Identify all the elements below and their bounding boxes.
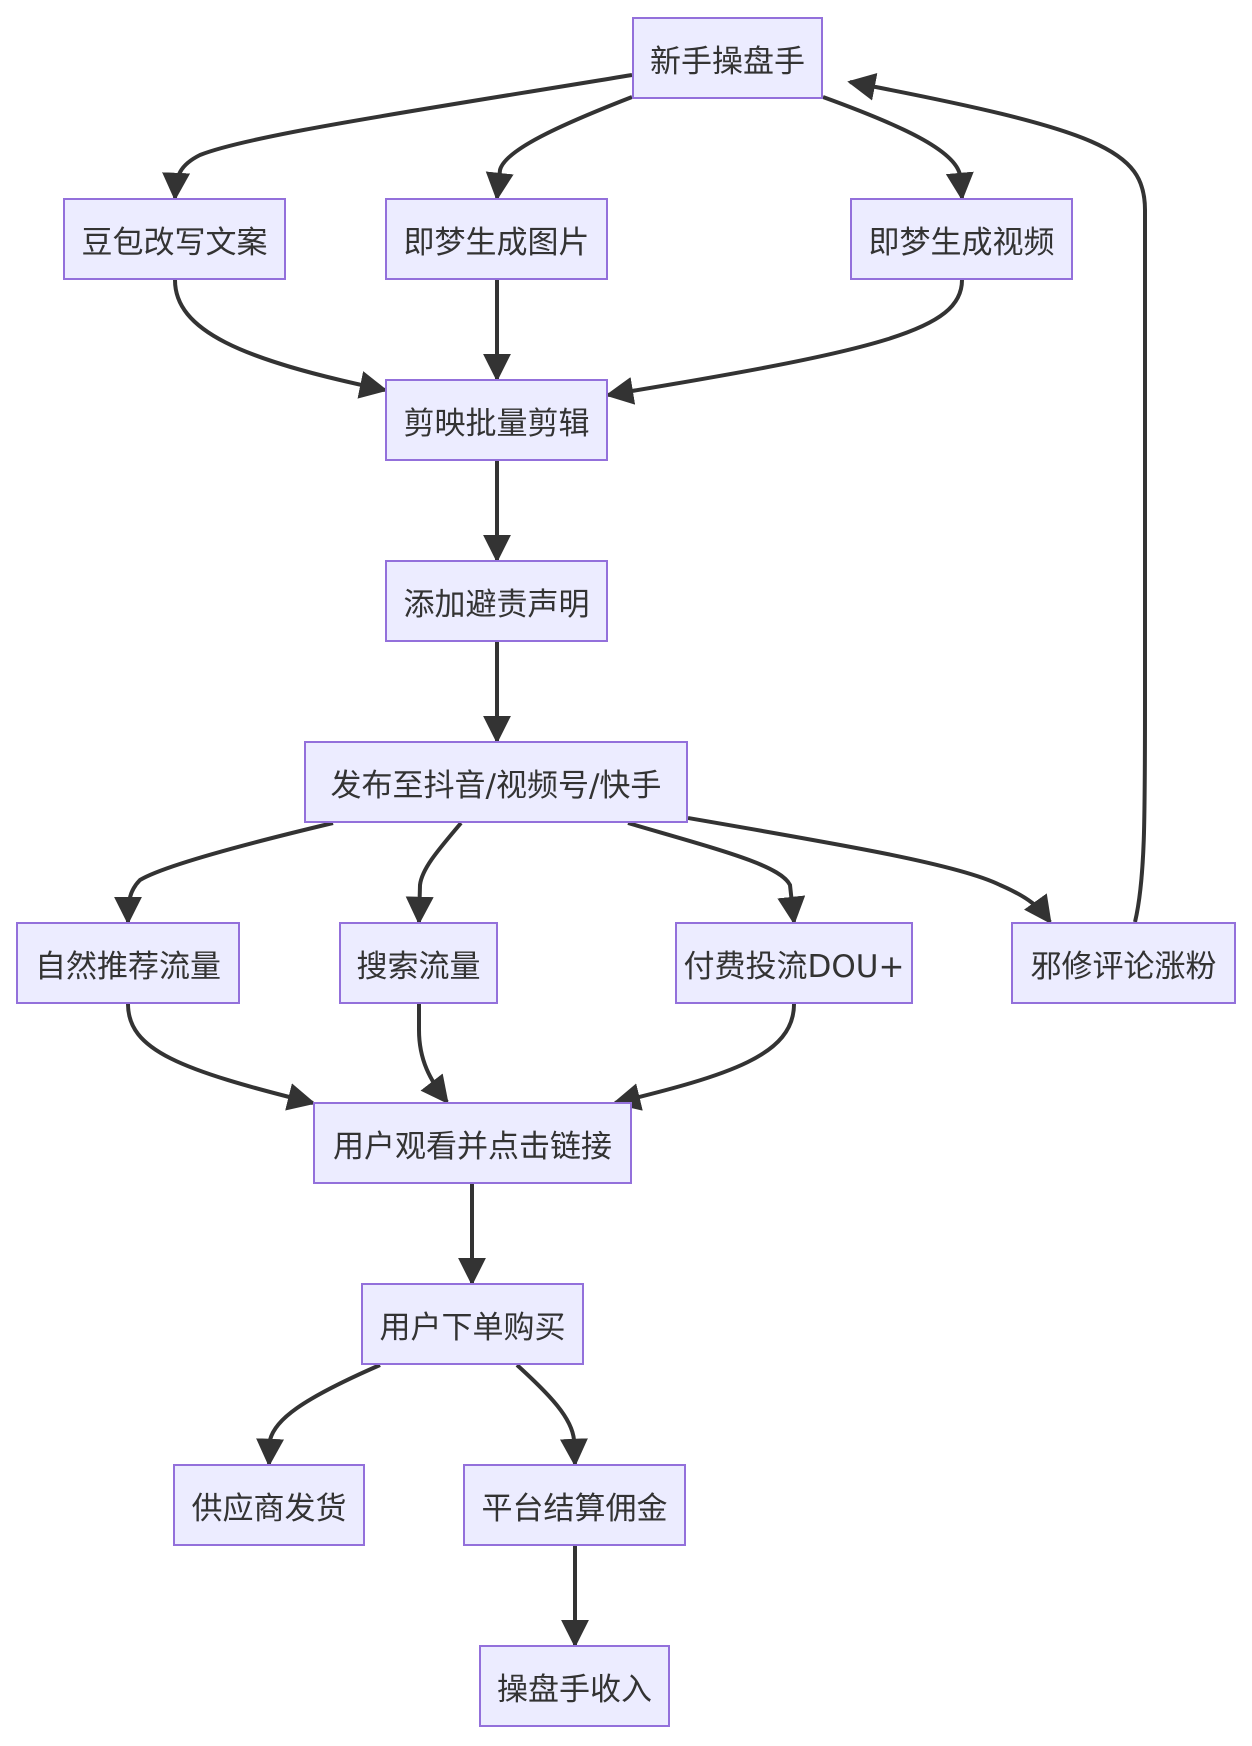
node-doubao-copy: 豆包改写文案 [63, 198, 286, 280]
edge-publish-to-search [405, 821, 463, 925]
edge-start-to-jimeng-image [485, 95, 633, 201]
node-jimeng-video: 即梦生成视频 [850, 198, 1073, 280]
node-order: 用户下单购买 [361, 1283, 584, 1365]
node-jianying-edit: 剪映批量剪辑 [385, 379, 608, 461]
edge-evil-comments-to-start [847, 73, 1147, 923]
edge-search-to-watch [417, 1004, 449, 1105]
node-search-traffic: 搜索流量 [339, 922, 498, 1004]
node-supplier-ship: 供应商发货 [173, 1464, 365, 1546]
node-publish: 发布至抖音/视频号/快手 [304, 741, 688, 823]
edge-natural-to-watch [126, 1003, 316, 1111]
node-jimeng-image: 即梦生成图片 [385, 198, 608, 280]
edge-publish-to-natural [114, 821, 334, 925]
edge-order-to-settle [515, 1363, 588, 1467]
edge-paid-to-watch [612, 1003, 796, 1111]
node-natural-traffic: 自然推荐流量 [16, 922, 240, 1004]
edge-start-to-jimeng-video [822, 95, 974, 201]
edge-doubao-copy-to-jianying [173, 279, 388, 399]
edge-start-to-doubao-copy [162, 73, 633, 201]
edge-publish-to-paid [627, 821, 806, 925]
node-platform-settle: 平台结算佣金 [463, 1464, 686, 1546]
edge-jimeng-video-to-jianying [605, 279, 964, 405]
edge-publish-to-evil-comments [687, 816, 1052, 925]
node-start: 新手操盘手 [632, 17, 823, 99]
node-paid-traffic: 付费投流DOU+ [675, 922, 913, 1004]
node-income: 操盘手收入 [479, 1645, 670, 1727]
node-watch-click: 用户观看并点击链接 [313, 1102, 632, 1184]
node-evil-comments: 邪修评论涨粉 [1011, 922, 1236, 1004]
node-disclaimer: 添加避责声明 [385, 560, 608, 642]
edge-order-to-supplier [256, 1363, 381, 1467]
